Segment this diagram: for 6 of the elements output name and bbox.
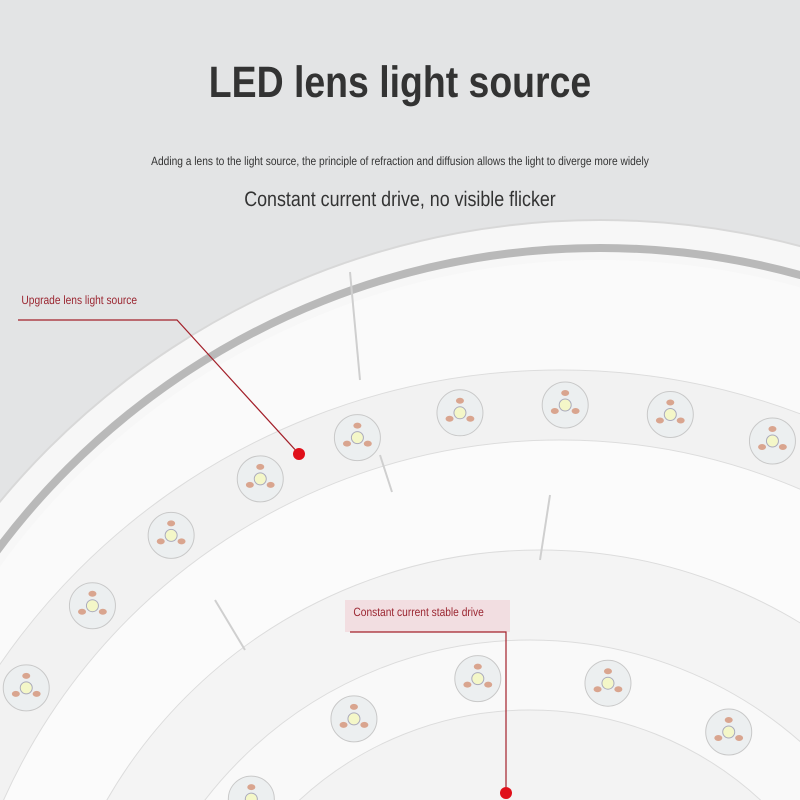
title: LED lens light source xyxy=(208,58,592,108)
callout-label: Upgrade lens light source xyxy=(18,291,140,309)
leader-line xyxy=(18,319,296,450)
leader-line xyxy=(350,631,507,787)
description-text: Adding a lens to the light source, the principle of refraction and diffusion allows the light to diverge more widely xyxy=(150,154,650,168)
subtitle: Constant current drive, no visible flicker xyxy=(243,188,557,212)
